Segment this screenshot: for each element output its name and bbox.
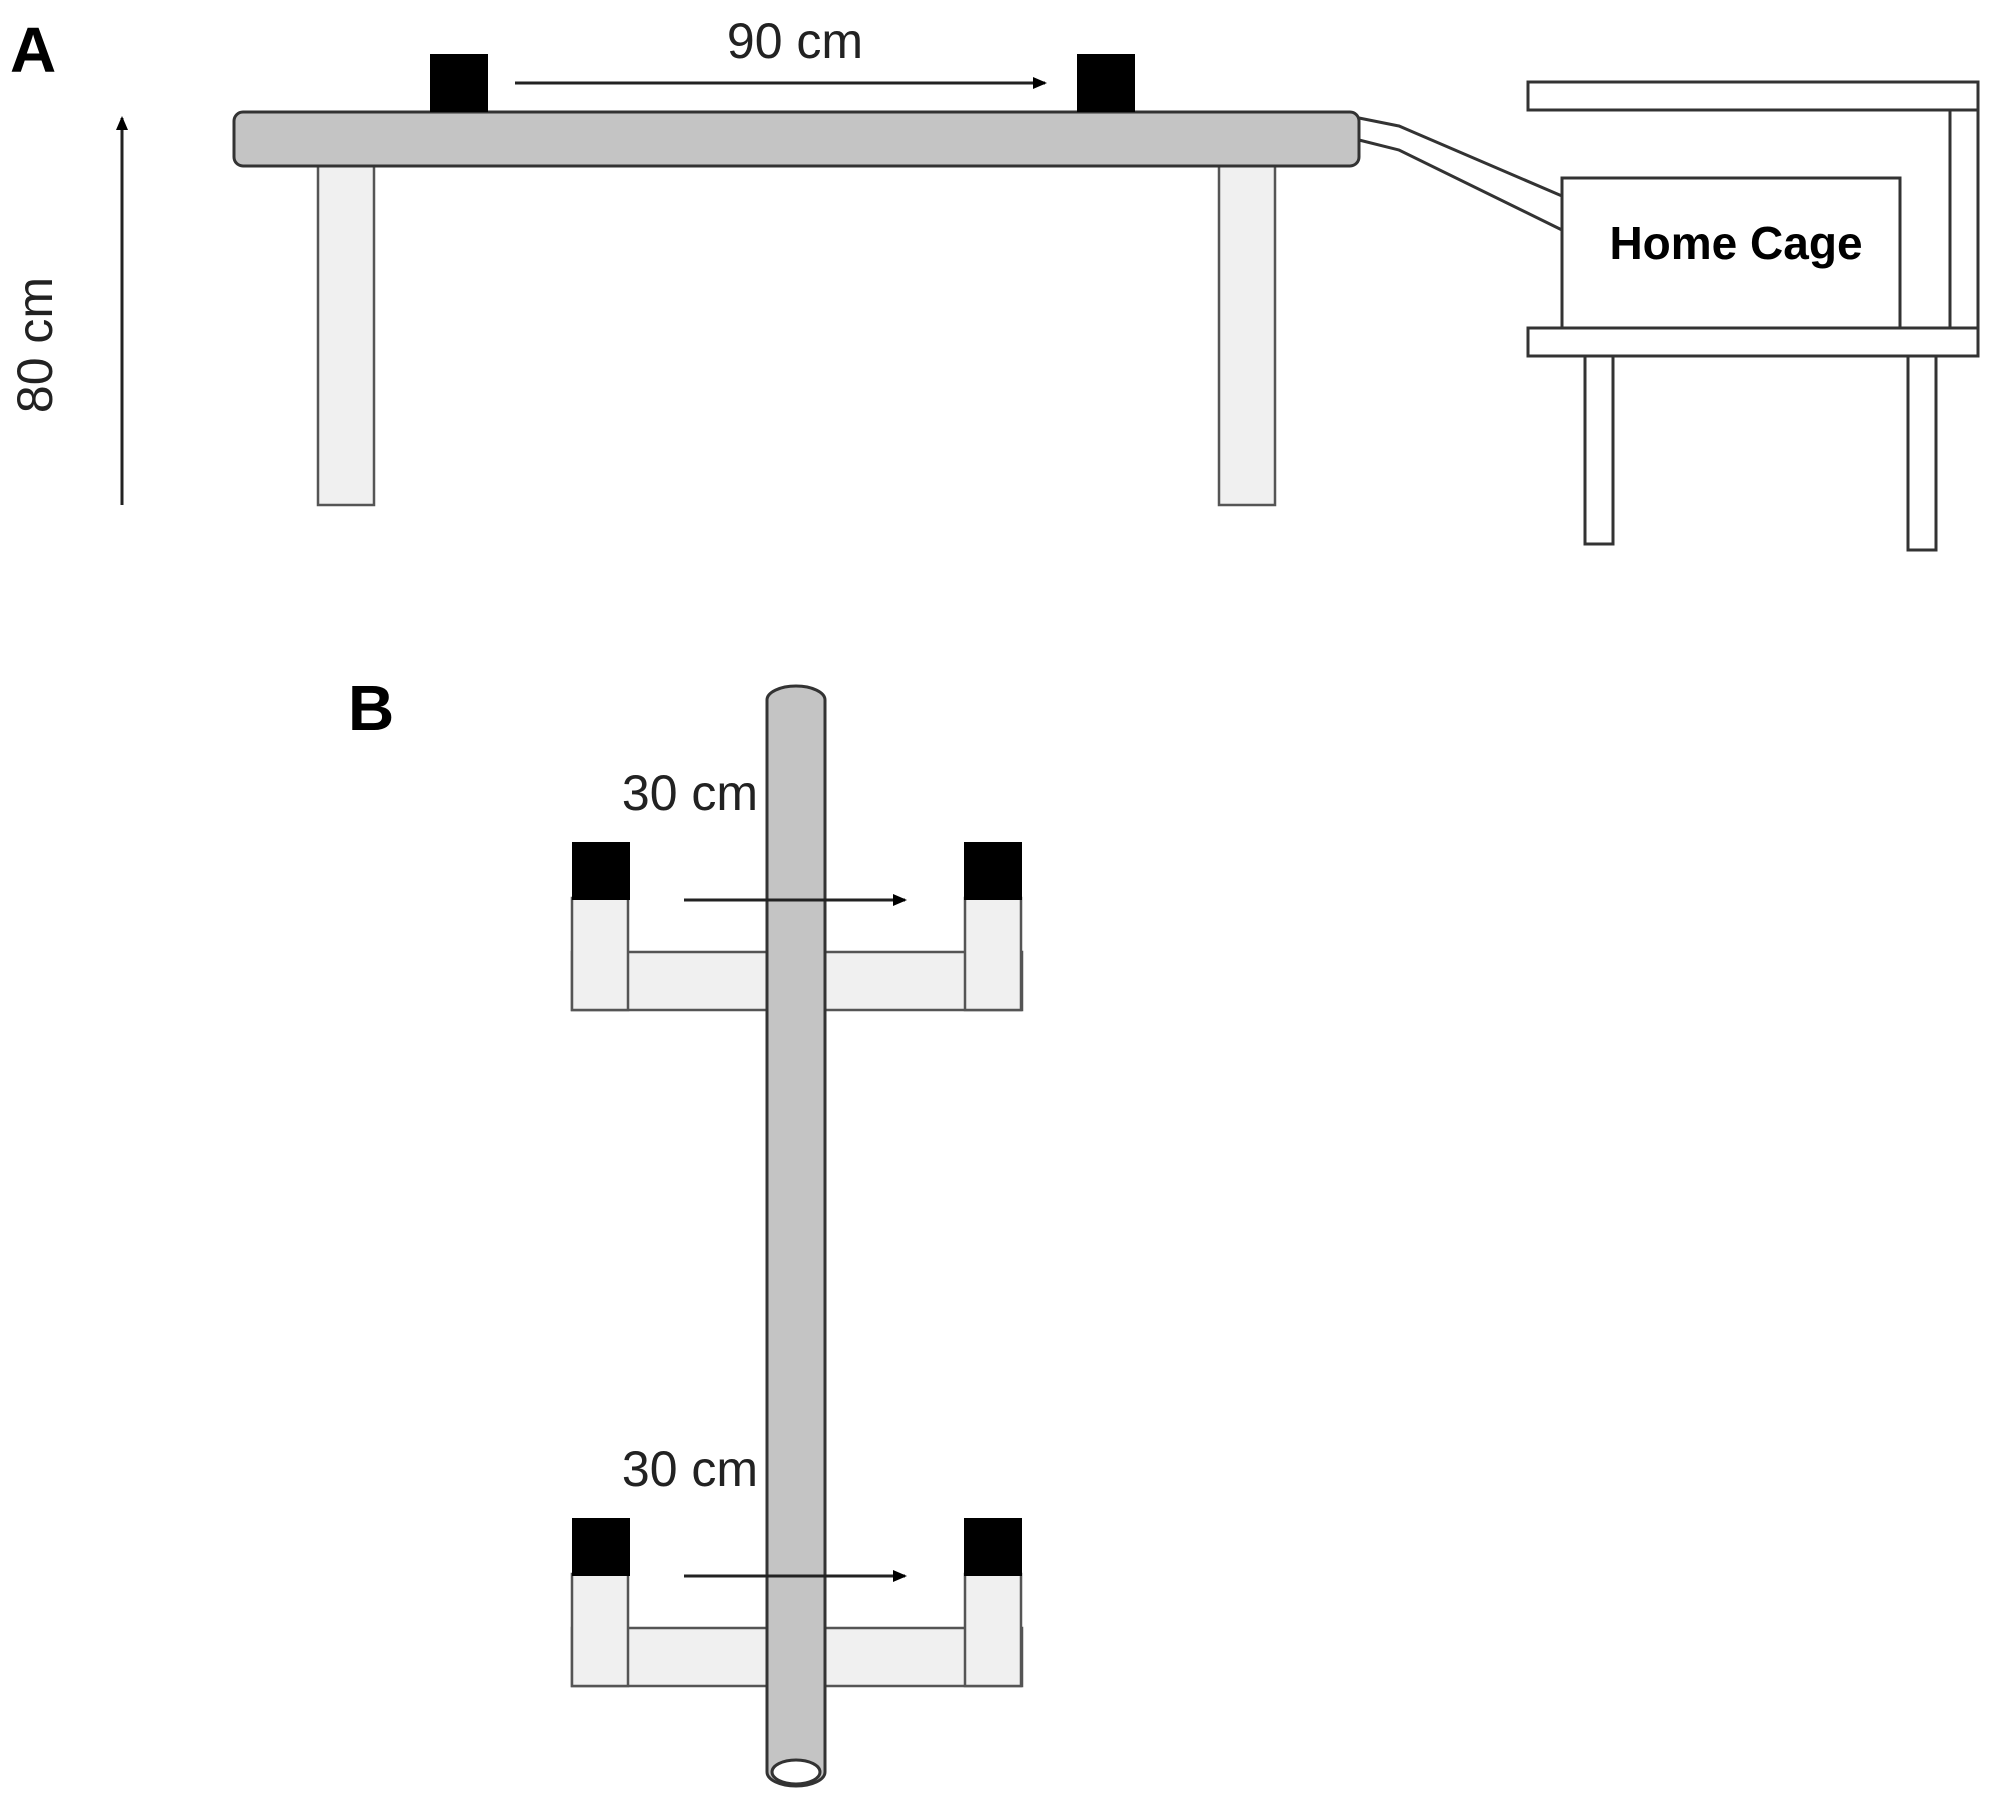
end-marker bbox=[1077, 54, 1135, 112]
panel-b-label: B bbox=[348, 672, 394, 744]
stand-back-post bbox=[1948, 108, 1980, 330]
top-support-post-right bbox=[963, 896, 1023, 1012]
bottom-marker-right bbox=[964, 1518, 1022, 1576]
ramp-bottom-edge bbox=[1358, 138, 1563, 232]
home-cage-label: Home Cage bbox=[1609, 217, 1862, 269]
stand-bottom-shelf bbox=[1526, 326, 1980, 358]
panel-a-label: A bbox=[10, 14, 56, 86]
home-cage bbox=[1560, 176, 1902, 330]
top-marker-right bbox=[964, 842, 1022, 900]
beam-body bbox=[765, 684, 827, 1788]
ramp-top-edge bbox=[1358, 116, 1563, 198]
beam-top-view bbox=[765, 684, 827, 1788]
start-marker bbox=[430, 54, 488, 112]
beam-side-view bbox=[232, 110, 1361, 168]
bottom-marker-left bbox=[572, 1518, 630, 1576]
table-leg-left bbox=[316, 163, 376, 507]
bottom-support-post-right bbox=[963, 1572, 1023, 1688]
height-label: 80 cm bbox=[7, 277, 63, 413]
stand-leg-right bbox=[1906, 354, 1938, 552]
bottom-support-post-left bbox=[570, 1572, 630, 1688]
top-spacing-label: 30 cm bbox=[622, 765, 758, 821]
bottom-spacing-label: 30 cm bbox=[622, 1441, 758, 1497]
table-leg-right bbox=[1217, 163, 1277, 507]
panel-b: B 30 cm 30 cm bbox=[348, 672, 1024, 1788]
beam-length-label: 90 cm bbox=[727, 13, 863, 69]
top-marker-left bbox=[572, 842, 630, 900]
beam-end-cap bbox=[770, 1758, 822, 1786]
stand-leg-left bbox=[1583, 354, 1615, 546]
stand-top-shelf bbox=[1526, 80, 1980, 112]
top-support-post-left bbox=[570, 896, 630, 1012]
panel-a: A 80 cm 90 cm Home Cage bbox=[7, 13, 1980, 552]
